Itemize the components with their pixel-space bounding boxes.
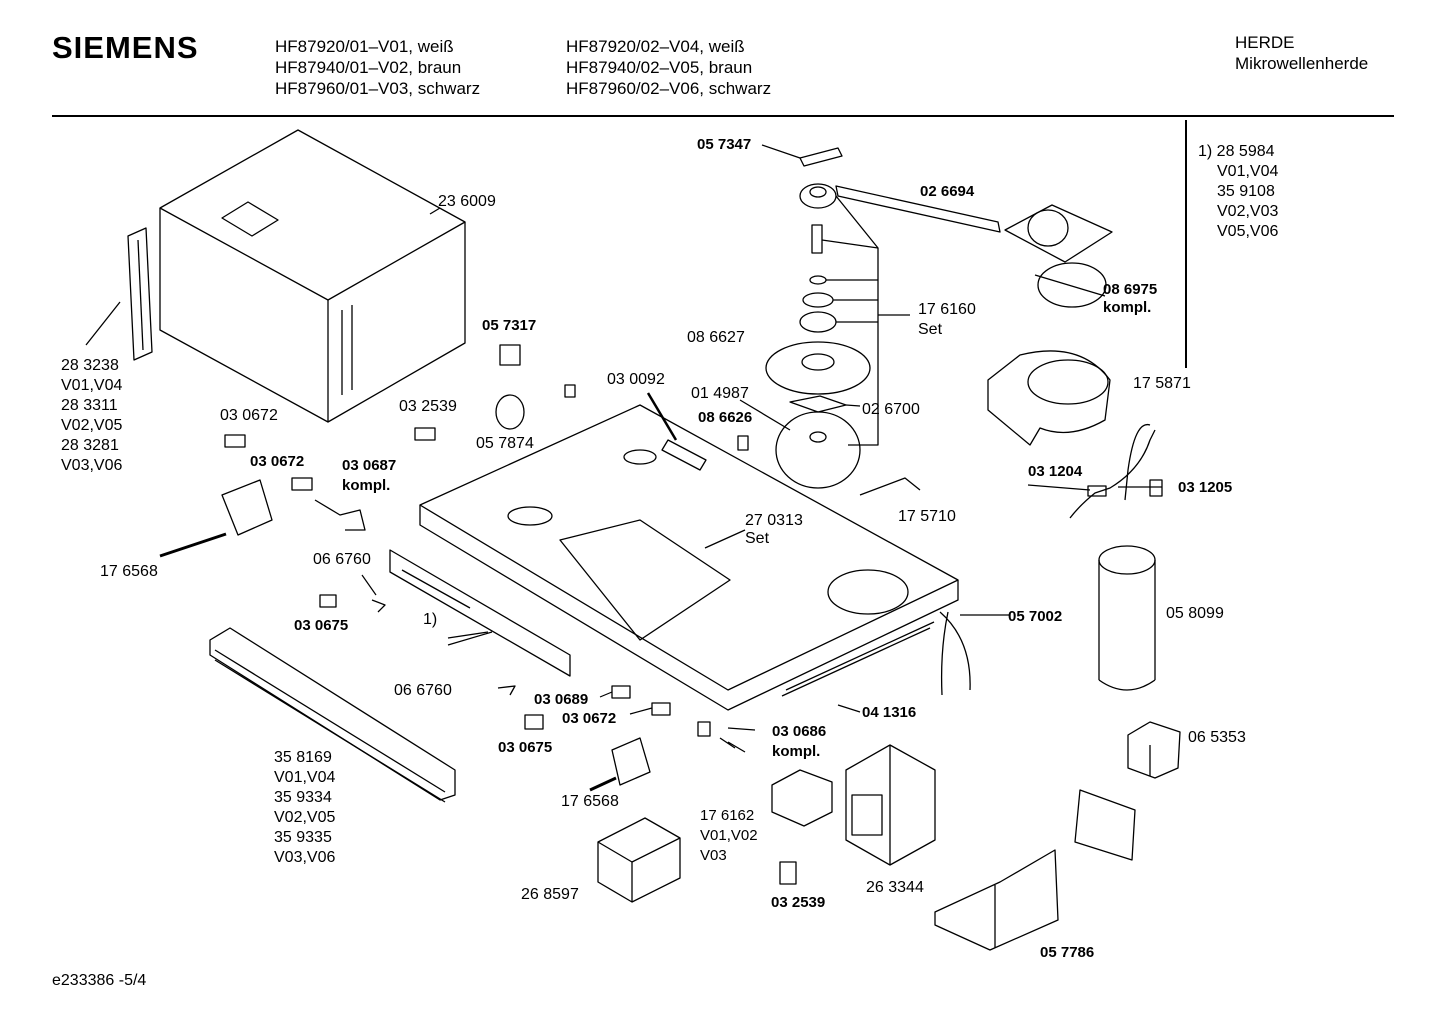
part-label-014987: 01 4987 [691,385,749,402]
part-label-236009: 23 6009 [438,193,496,210]
front-frame [390,550,570,676]
part-label-030672: 03 0672 [250,453,305,470]
part-label-270313: 27 0313 Set [745,512,803,547]
part-label-176568: 17 6568 [561,793,619,810]
footnote-line: 35 9108 [1217,183,1275,200]
relay [1128,722,1180,778]
note-divider [1185,120,1187,368]
part-label-030689: 03 0689 [534,691,589,708]
part-label-358169: 35 8169 V01,V04 35 9334 V02,V05 35 9335 … [274,749,336,866]
category-line: Mikrowellenherde [1235,54,1369,73]
part-label-086975: 08 6975 kompl. [1103,281,1158,316]
part-label-041316: 04 1316 [862,704,917,721]
model-list-2: HF87920/02–V04, weiß HF87940/02–V05, bra… [566,36,771,99]
part-label-footnote-1: 1) [423,611,438,628]
timer-module [772,770,832,826]
part-label-030672: 03 0672 [562,710,617,727]
drive-belt [836,186,1000,232]
part-label-268597: 26 8597 [521,886,579,903]
part-label-057874: 05 7874 [476,435,534,452]
mounting-bracket [1075,790,1135,860]
part-label-176162: 17 6162 V01,V02 V03 [700,807,758,864]
small-parts [222,345,970,884]
part-label-057317: 05 7317 [482,317,537,334]
footnote-line: 1) 28 5984 [1198,143,1275,160]
part-label-086626: 08 6626 [698,409,753,426]
part-label-026700: 02 6700 [862,401,920,418]
part-label-057347: 05 7347 [697,136,752,153]
footnote-block: 1) 28 5984 V01,V04 35 9108 V02,V03 V05,V… [1198,142,1278,242]
part-label-030687: 03 0687 kompl. [342,457,397,494]
part-label-032539: 03 2539 [771,894,826,911]
brand-logo: SIEMENS [52,30,199,65]
model-line: HF87960/02–V06, schwarz [566,79,772,98]
fan-motor [1005,205,1112,307]
part-label-026694: 02 6694 [920,183,975,200]
part-label-066760: 06 6760 [313,551,371,568]
fuse-wiring [1070,425,1162,518]
part-label-176160: 17 6160 Set [918,301,976,338]
part-label-066760: 06 6760 [394,682,452,699]
part-label-032539: 03 2539 [399,398,457,415]
outer-casing [160,130,465,422]
footnote-line: V05,V06 [1217,223,1279,240]
category-title: HERDE Mikrowellenherde [1235,32,1368,74]
model-list-1: HF87920/01–V01, weiß HF87940/01–V02, bra… [275,36,480,99]
part-label-058099: 05 8099 [1166,605,1224,622]
model-line: HF87920/01–V01, weiß [275,37,454,56]
fan-housing [988,351,1110,445]
capacitor [1099,546,1155,690]
part-label-030675: 03 0675 [498,739,553,756]
part-label-065353: 06 5353 [1188,729,1246,746]
leader-lines [160,393,1162,790]
model-line: HF87920/02–V04, weiß [566,37,745,56]
category-line: HERDE [1235,33,1295,52]
turntable-drive [740,145,910,488]
part-label-030686: 03 0686 kompl. [772,723,827,760]
model-line: HF87940/02–V05, braun [566,58,753,77]
part-label-175871: 17 5871 [1133,375,1191,392]
transformer [846,745,935,865]
part-label-263344: 26 3344 [866,879,924,896]
shield-plate [935,850,1058,950]
part-label-283238: 28 3238 V01,V04 28 3311 V02,V05 28 3281 … [61,357,123,474]
part-label-031205: 03 1205 [1178,479,1233,496]
part-label-057786: 05 7786 [1040,944,1095,961]
part-label-176568: 17 6568 [100,563,158,580]
part-label-030675: 03 0675 [294,617,349,634]
part-label-086627: 08 6627 [687,329,745,346]
part-label-057002: 05 7002 [1008,608,1063,625]
model-line: HF87960/01–V03, schwarz [275,79,481,98]
magnetron [598,818,680,902]
base-tray [420,405,958,710]
part-label-030672: 03 0672 [220,407,278,424]
part-label-175710: 17 5710 [898,508,956,525]
long-rail [210,628,455,802]
document-id: e233386 -5/4 [52,972,147,989]
part-label-030092: 03 0092 [607,371,665,388]
part-label-031204: 03 1204 [1028,463,1083,480]
header-divider [52,115,1394,117]
side-rail [86,228,152,360]
model-line: HF87940/01–V02, braun [275,58,462,77]
footnote-line: V01,V04 [1217,163,1279,180]
footnote-line: V02,V03 [1217,203,1279,220]
